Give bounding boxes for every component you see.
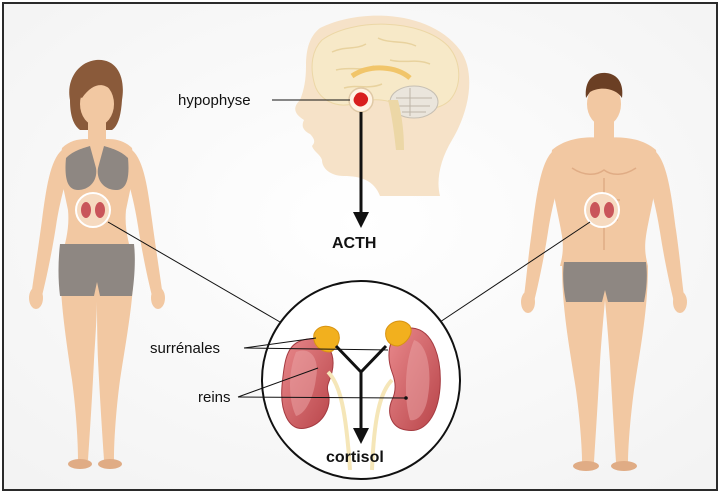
head-profile	[295, 15, 470, 196]
male-figure	[521, 72, 687, 471]
male-kidney-right-icon	[604, 202, 614, 218]
female-head	[80, 82, 114, 126]
ureters	[326, 370, 394, 471]
female-foot-left	[68, 459, 92, 469]
male-kidney-inset	[584, 192, 620, 228]
pituitary-gland	[353, 92, 369, 107]
label-hypophyse: hypophyse	[178, 92, 251, 109]
adrenal-leader-right	[243, 347, 389, 351]
female-kidney-right-icon	[95, 202, 105, 218]
male-hand-left	[521, 291, 535, 313]
female-figure	[29, 59, 165, 469]
male-kidney-left-icon	[590, 202, 600, 218]
female-kidney-inset	[75, 192, 111, 228]
female-foot-right	[98, 459, 122, 469]
label-reins: reins	[198, 389, 231, 406]
male-foot-left	[573, 461, 599, 471]
ventricle	[350, 65, 412, 81]
adrenal-leader-left	[243, 337, 317, 349]
kidney-leader-dot	[404, 396, 408, 400]
male-arm-right	[646, 152, 685, 307]
male-head	[587, 82, 621, 126]
kidney-leader-right	[237, 396, 407, 399]
male-arm-left	[523, 152, 562, 307]
female-arm-left	[31, 150, 71, 301]
male-foot-right	[611, 461, 637, 471]
label-cortisol: cortisol	[326, 449, 384, 466]
female-hand-left	[29, 287, 43, 309]
female-shorts	[58, 244, 135, 296]
left-adrenal	[313, 325, 340, 353]
brainstem	[388, 100, 404, 150]
brain-folds	[331, 37, 431, 89]
female-hair-fringe	[78, 69, 117, 98]
male-legs	[562, 266, 648, 462]
female-top	[65, 146, 129, 190]
female-kidney-left-icon	[81, 202, 91, 218]
male-connector	[439, 221, 591, 323]
male-shorts	[563, 262, 647, 302]
male-hand-right	[673, 291, 687, 313]
kidney-leader-left	[237, 367, 319, 398]
right-kidney-inner	[405, 340, 430, 421]
acth-arrow-head	[353, 212, 369, 228]
cortisol-arrow-y	[334, 344, 388, 430]
cortisol-arrow-head	[353, 428, 369, 444]
kidney-zoom: cortisol	[261, 280, 461, 480]
right-adrenal	[385, 320, 412, 347]
label-surrenales: surrénales	[150, 340, 220, 357]
label-acth: ACTH	[332, 235, 376, 252]
female-legs	[60, 262, 134, 460]
male-hair	[585, 72, 623, 98]
female-connector	[107, 221, 281, 323]
left-kidney-inner	[290, 350, 317, 416]
female-hand-right	[151, 287, 165, 309]
female-arm-right	[124, 150, 163, 301]
cerebellum-lines	[396, 88, 432, 116]
